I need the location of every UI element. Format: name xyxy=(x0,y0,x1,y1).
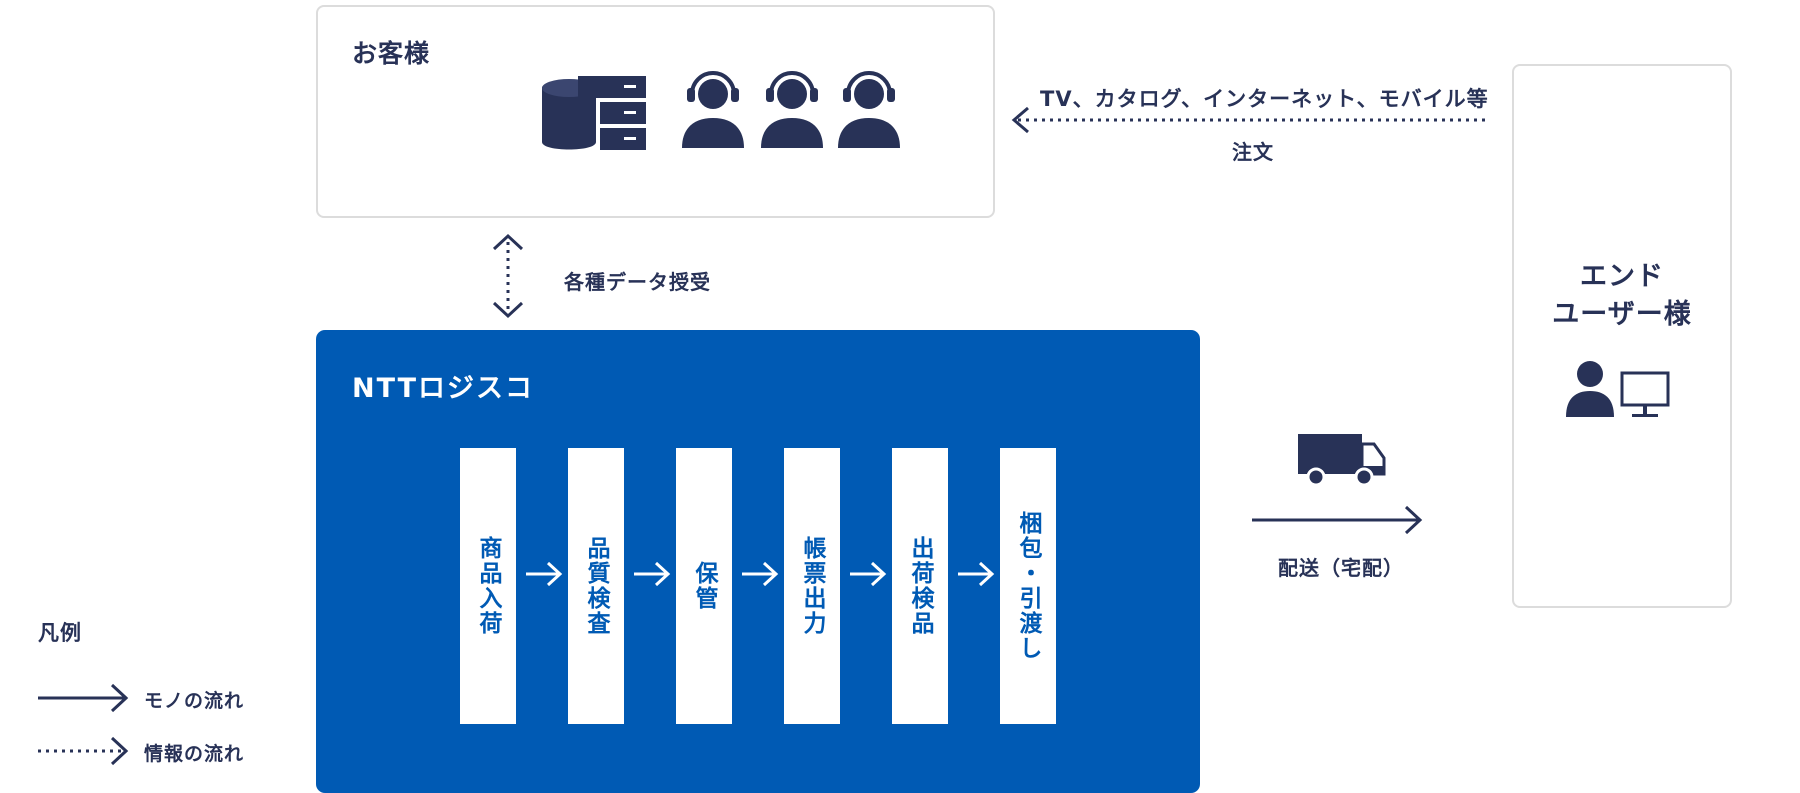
legend-goods-flow: モノの流れ xyxy=(144,690,245,712)
step-shipping-inspection: 出荷検品 xyxy=(892,448,948,724)
order-channels-label: TV、カタログ、インターネット、モバイル等 xyxy=(1040,87,1489,111)
legend-dotted-arrow xyxy=(38,736,129,766)
end-user-title-line1: エンド xyxy=(1580,261,1664,292)
step-receiving: 商品入荷 xyxy=(460,448,516,724)
step-label: 品質検査 xyxy=(583,536,609,636)
data-exchange-label: 各種データ授受 xyxy=(564,270,711,294)
operator-icon xyxy=(838,71,900,148)
legend-title: 凡例 xyxy=(38,621,82,645)
ntt-title: NTTロジスコ xyxy=(352,373,535,404)
step-quality-inspection: 品質検査 xyxy=(568,448,624,724)
user-computer-icon xyxy=(1566,361,1670,417)
customer-title: お客様 xyxy=(352,39,431,68)
order-arrow xyxy=(1011,106,1486,134)
end-user-title: エンド ユーザー様 xyxy=(1512,258,1732,334)
step-document-output: 帳票出力 xyxy=(784,448,840,724)
data-exchange-arrow xyxy=(492,233,524,319)
step-label: 出荷検品 xyxy=(907,536,933,636)
operator-icon xyxy=(761,71,823,148)
step-arrow-icon xyxy=(742,561,779,587)
legend-solid-arrow xyxy=(38,683,129,713)
step-arrow-icon xyxy=(634,561,671,587)
operator-icon xyxy=(682,71,744,148)
legend-info-flow: 情報の流れ xyxy=(144,743,245,765)
step-storage: 保管 xyxy=(676,448,732,724)
delivery-label: 配送（宅配） xyxy=(1278,556,1404,580)
step-arrow-icon xyxy=(850,561,887,587)
order-label: 注文 xyxy=(1232,140,1274,164)
step-arrow-icon xyxy=(958,561,995,587)
step-label: 商品入荷 xyxy=(475,536,501,636)
step-label: 保管 xyxy=(691,561,717,611)
truck-icon xyxy=(1298,434,1386,487)
database-server-icon xyxy=(542,76,646,150)
end-user-box xyxy=(1512,64,1732,608)
step-label: 帳票出力 xyxy=(799,536,825,636)
step-label: 梱包・引渡し xyxy=(1015,511,1041,661)
delivery-arrow xyxy=(1252,505,1423,535)
step-arrow-icon xyxy=(526,561,563,587)
step-packing-handover: 梱包・引渡し xyxy=(1000,448,1056,724)
end-user-title-line2: ユーザー様 xyxy=(1552,299,1692,330)
